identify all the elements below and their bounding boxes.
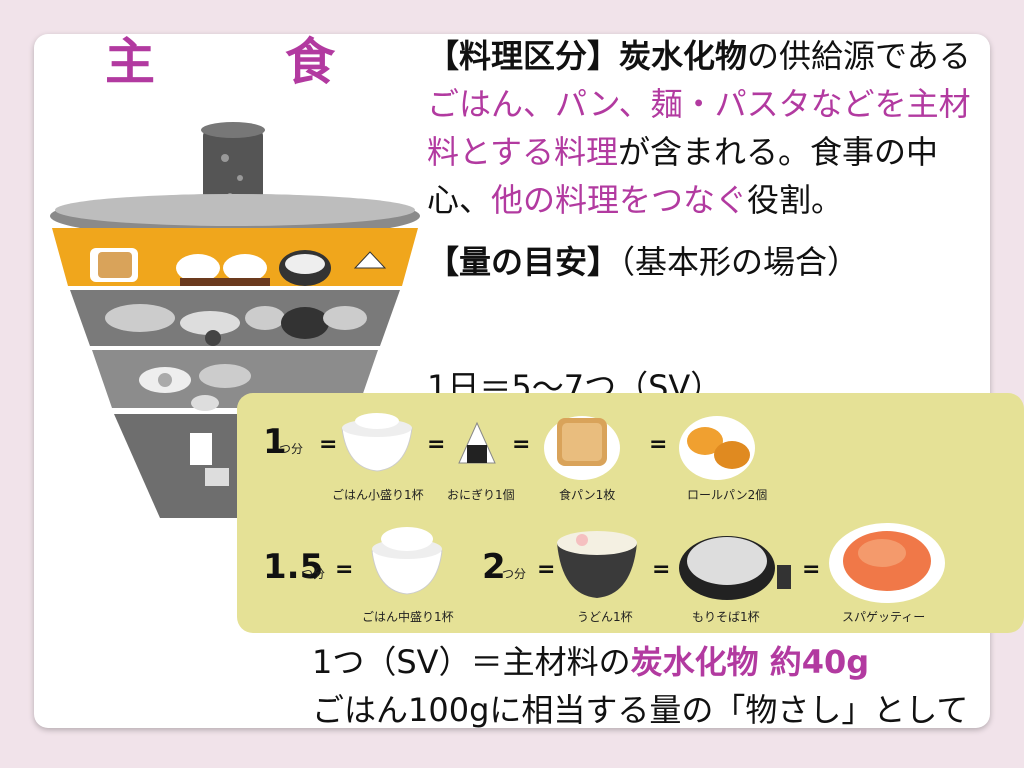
rice-bowl-small-icon (341, 413, 413, 472)
carbohydrate-amount-highlight: 炭水化物 約40g (630, 643, 870, 681)
bread-rolls-icon (679, 416, 755, 480)
classification-label: 【料理区分】炭水化物 (427, 37, 748, 75)
onigiri-icon (458, 421, 496, 464)
udon-caption: うどん1杯 (577, 610, 633, 624)
sv-definition-line1: 1つ（SV）＝主材料の炭水化物 約40g (312, 643, 870, 681)
toast-caption: 食パン1枚 (559, 487, 615, 502)
toast-icon (544, 416, 620, 480)
svg-text:=: = (802, 557, 820, 582)
svg-text:=: = (537, 557, 555, 582)
role-highlight: 他の料理をつなぐ (491, 181, 748, 219)
rolls-caption: ロールパン2個 (687, 488, 767, 502)
sv-definition-line2: ごはん100gに相当する量の「物さし」として (312, 691, 969, 729)
spaghetti-caption: スパゲッティー (842, 610, 925, 624)
amount-guide-label: 【量の目安】 (427, 243, 620, 281)
rice-medium-caption: ごはん中盛り1杯 (362, 609, 454, 624)
classification-paragraph: 【料理区分】炭水化物の供給源であるごはん、パン、麺・パスタなどを主材料とする料理… (427, 37, 971, 219)
row2-serving-number: 1.5 (263, 547, 323, 587)
slide-title: 主 食 (105, 33, 375, 91)
sv-definition-text: 1つ（SV）＝主材料の炭水化物 約40g ごはん100gに相当する量の「物さし」… (312, 638, 968, 734)
row3-serving-unit: つ分 (502, 567, 526, 581)
udon-bowl-icon (557, 531, 637, 598)
rice-bowl-medium-icon (371, 527, 443, 595)
svg-text:=: = (335, 557, 353, 582)
row1-serving-number: 1 (263, 422, 287, 462)
row2-serving-unit: つ分 (301, 567, 325, 581)
serving-examples-panel: 1 つ分 = ごはん小盛り1杯 = おにぎり1個 = 食パン1枚 = (237, 393, 1024, 633)
row3-serving-number: 2 (482, 547, 506, 587)
svg-text:=: = (649, 432, 667, 457)
svg-text:=: = (652, 557, 670, 582)
soba-caption: もりそば1杯 (692, 610, 760, 624)
spaghetti-plate-icon (829, 523, 945, 603)
main-ingredients-highlight: ごはん、パン、麺・パスタなどを主材料とする料理 (427, 85, 971, 171)
onigiri-caption: おにぎり1個 (447, 488, 515, 502)
svg-text:=: = (427, 432, 445, 457)
svg-text:=: = (319, 432, 337, 457)
row1-serving-unit: つ分 (279, 442, 303, 456)
soba-tray-icon (679, 536, 791, 600)
amount-guide-paragraph: 【量の目安】（基本形の場合） (427, 243, 860, 281)
description-text: 【料理区分】炭水化物の供給源であるごはん、パン、麺・パスタなどを主材料とする料理… (427, 32, 987, 286)
rice-small-caption: ごはん小盛り1杯 (332, 487, 424, 502)
svg-text:=: = (512, 432, 530, 457)
